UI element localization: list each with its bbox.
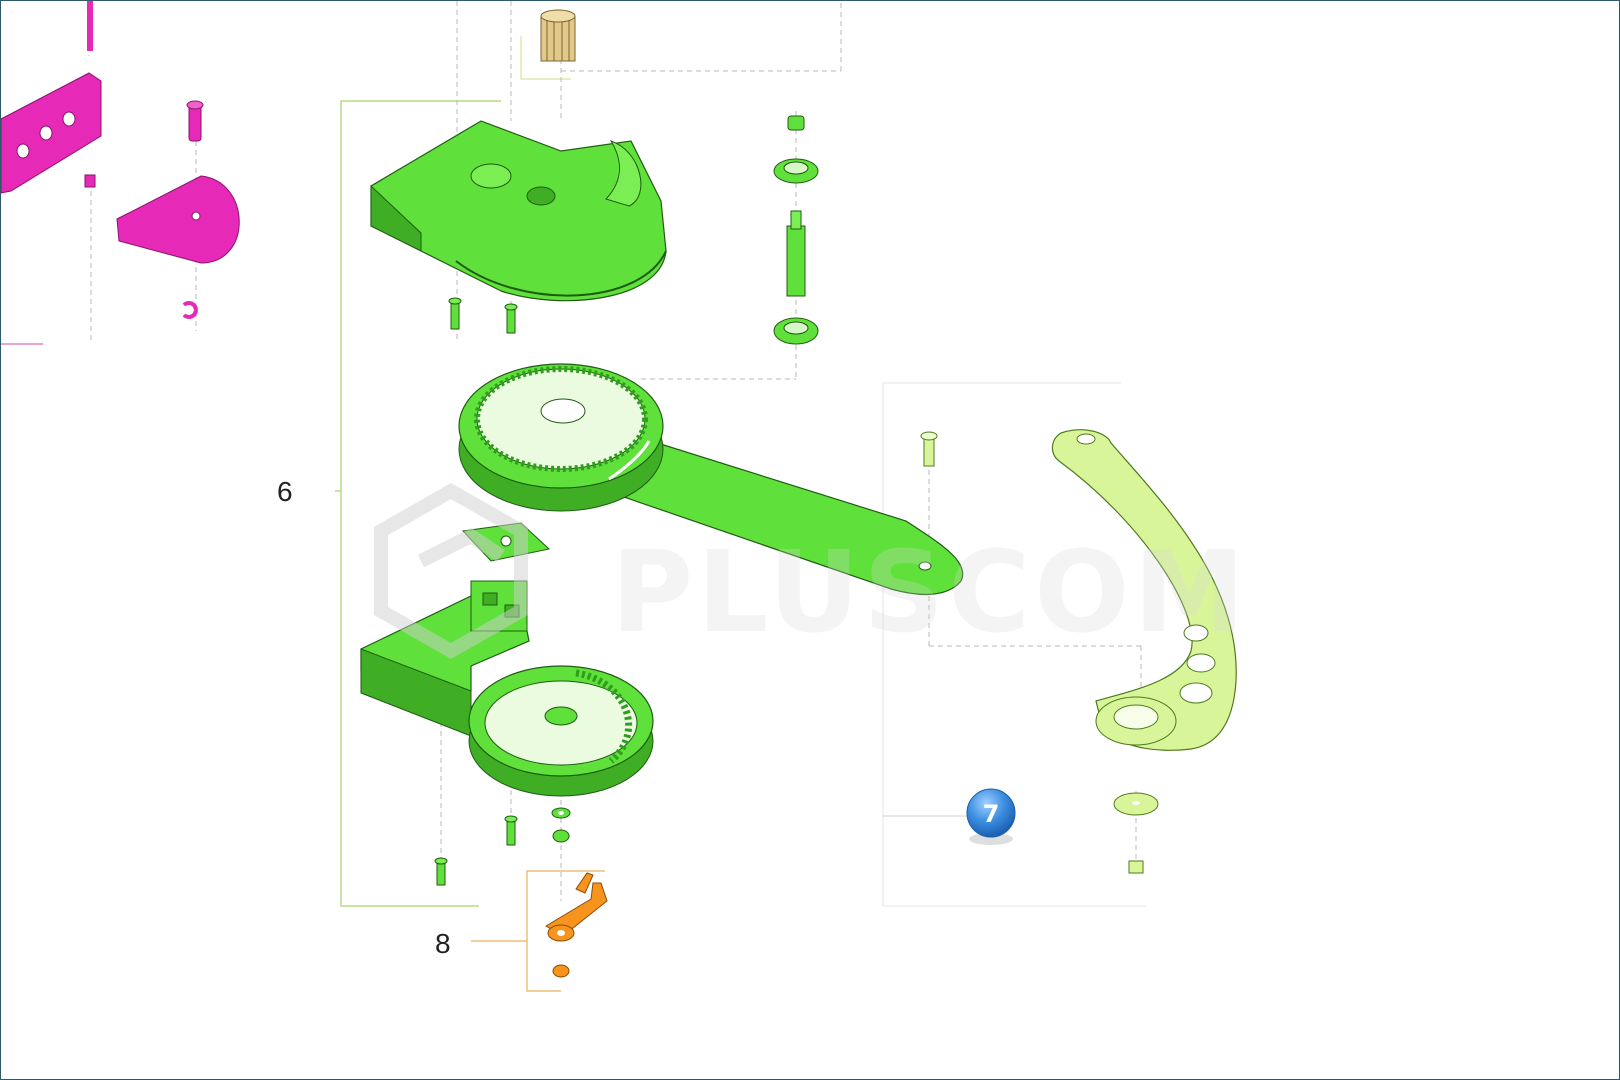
magenta-plate — [116, 175, 240, 264]
lower-housing — [360, 580, 654, 797]
curved-arm-assembly — [920, 429, 1237, 874]
magenta-nut — [84, 174, 96, 188]
magenta-bracket-assembly — [1, 1, 240, 319]
callout-8: 8 — [435, 928, 451, 959]
group-brackets — [1, 36, 1146, 992]
upper-housing — [370, 120, 667, 334]
watermark-text: PLUSCOM — [611, 528, 1249, 658]
cube-logo-icon — [374, 482, 528, 660]
ring-gear-arm — [458, 363, 964, 596]
lower-fasteners — [434, 807, 571, 886]
callout-6: 6 — [277, 476, 293, 507]
magenta-rod — [87, 1, 93, 51]
magenta-clip — [182, 301, 198, 319]
badge-7-label: 7 — [983, 800, 1000, 828]
terminal-assembly — [545, 872, 608, 978]
shaft-bearings — [773, 115, 819, 345]
pinion-gear — [540, 9, 576, 62]
numbered-circle-icon: 7 — [966, 788, 1016, 845]
watermark: PLUSCOM — [374, 482, 1249, 660]
